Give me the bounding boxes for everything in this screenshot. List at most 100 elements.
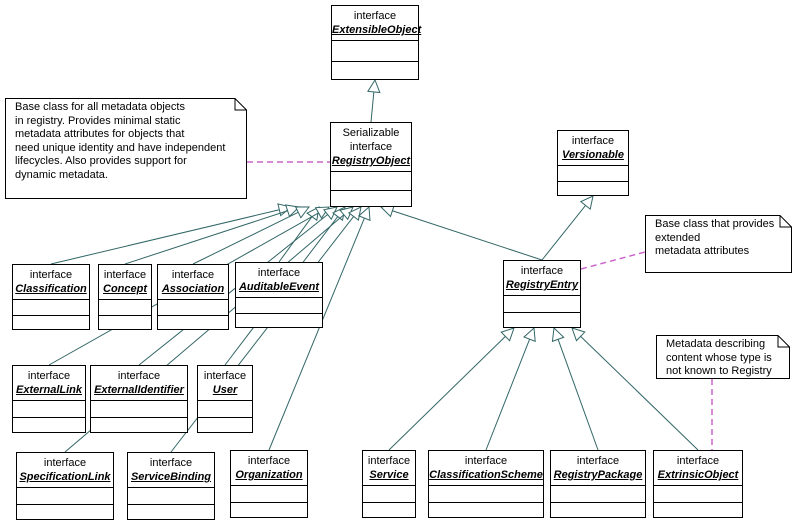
class-stereotype: interface: [103, 269, 147, 281]
class-name: User: [212, 384, 238, 396]
class-name: SpecificationLink: [19, 471, 111, 483]
class-stereotype: interface: [353, 10, 397, 22]
note-anchor-registryentry: [580, 251, 646, 270]
note-outline: [656, 335, 790, 379]
attribute-compartment-divider: [198, 400, 252, 401]
class-stereotype: interface: [171, 269, 215, 281]
attribute-compartment-divider: [331, 171, 411, 172]
operation-compartment-divider: [558, 181, 628, 182]
generalization-association: [192, 211, 299, 265]
class-name: ExtrinsicObject: [657, 469, 739, 481]
note-outline: [645, 215, 792, 273]
attribute-compartment-divider: [231, 485, 307, 486]
generalization-organization: [268, 217, 365, 451]
class-stereotype: interface: [520, 265, 564, 277]
operation-compartment-divider: [429, 502, 543, 503]
class-name: ExternalIdentifier: [94, 384, 184, 396]
note-shape: [656, 335, 790, 379]
note-line: metadata attributes: [655, 245, 750, 257]
generalization-arrowhead-classificationscheme: [523, 326, 536, 343]
attribute-compartment-divider: [91, 400, 187, 401]
generalization-extrinsicobject: [580, 335, 699, 451]
class-name: Concept: [103, 283, 147, 295]
attribute-compartment-divider: [332, 40, 418, 41]
operation-compartment-divider: [91, 417, 187, 418]
note-fold-corner: [777, 335, 790, 348]
attribute-compartment-divider: [363, 485, 415, 486]
attribute-compartment-divider: [429, 485, 543, 486]
generalization-arrowhead-extrinsicobject: [571, 327, 586, 342]
class-name: Association: [161, 283, 225, 295]
generalization-arrowhead-registryentry: [579, 195, 594, 211]
attribute-compartment-divider: [13, 299, 89, 300]
note-line: extended: [655, 231, 701, 244]
attribute-compartment-divider: [158, 299, 228, 300]
operation-compartment-divider: [236, 313, 322, 314]
note-fold-corner: [779, 215, 792, 228]
operation-compartment-divider: [363, 502, 415, 503]
generalization-registrypackage: [557, 339, 599, 451]
operation-compartment-divider: [332, 61, 418, 62]
operation-compartment-divider: [231, 502, 307, 503]
generalization-arrowhead-association: [294, 206, 311, 219]
note-line: Base class that provides: [655, 218, 775, 230]
class-stereotype: interface: [43, 457, 87, 469]
class-name: Organization: [235, 469, 303, 481]
class-name: ExtensibleObject: [332, 24, 422, 36]
operation-compartment-divider: [128, 504, 214, 505]
generalization-registryentry: [541, 205, 586, 261]
note-outline: [5, 98, 247, 199]
note-shape: [645, 215, 792, 273]
generalization-classification: [50, 209, 280, 265]
class-name: RegistryPackage: [553, 469, 643, 481]
note-line: lifecycles. Also provides support for: [15, 155, 187, 167]
class-stereotype: Serializable: [342, 127, 400, 139]
note-line: metadata attributes for objects that: [15, 128, 185, 140]
operation-compartment-divider: [13, 417, 85, 418]
class-name: ClassificationScheme: [429, 469, 543, 481]
generalization-auditableevent: [278, 216, 313, 263]
operation-compartment-divider: [331, 190, 411, 191]
class-stereotype: interface: [349, 141, 393, 153]
class-stereotype: interface: [571, 135, 615, 147]
generalization-service: [388, 336, 506, 451]
class-stereotype: interface: [203, 370, 247, 382]
generalization-arrowhead-registrypackage: [551, 326, 565, 343]
note-line: dynamic metadata.: [15, 168, 108, 181]
class-stereotype: interface: [27, 370, 71, 382]
note-line: need unique identity and have independen…: [15, 141, 226, 154]
generalization-arrowhead-servicebinding: [347, 206, 362, 222]
generalization-arrowhead-registryobject: [367, 78, 381, 94]
generalization-arrowhead-service: [500, 327, 515, 342]
class-name: AuditableEvent: [238, 281, 320, 293]
generalization-concept: [124, 210, 288, 265]
class-name: RegistryObject: [331, 155, 411, 167]
